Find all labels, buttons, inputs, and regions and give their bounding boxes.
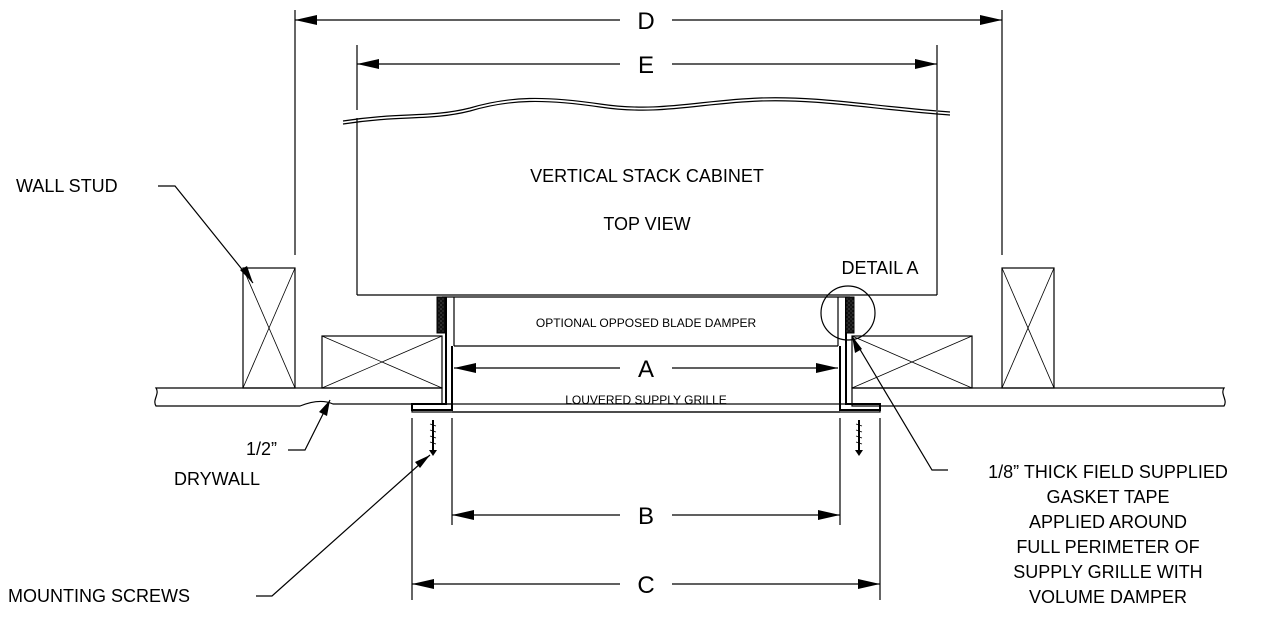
dimension-d-label: D [637,8,654,35]
screws-label: MOUNTING SCREWS [8,586,190,606]
detail-a-callout: DETAIL A [820,258,919,341]
gasket-callout: 1/8” THICK FIELD SUPPLIED GASKET TAPE AP… [851,335,1228,607]
gasket-left [436,296,446,334]
screw-right [855,420,863,456]
wall-stud-callout: WALL STUD [16,176,254,284]
grille-label: LOUVERED SUPPLY GRILLE [565,393,727,407]
gasket-line-3: APPLIED AROUND [1029,512,1187,532]
dimension-d: D [294,8,1003,255]
drywall [154,387,1226,407]
screws-callout: MOUNTING SCREWS [8,454,431,606]
wall-stud-right [1001,267,1055,389]
dimension-b: B [451,418,841,530]
damper-assembly: OPTIONAL OPPOSED BLADE DAMPER LOUVERED S… [411,296,881,413]
drywall-callout: 1/2” DRYWALL [174,399,331,489]
dimension-a: A [454,356,838,383]
blocking-left [321,335,443,389]
gasket-line-1: 1/8” THICK FIELD SUPPLIED [988,462,1228,482]
cabinet: VERTICAL STACK CABINET TOP VIEW [342,97,951,296]
wall-stud-label: WALL STUD [16,176,118,196]
detail-a-label: DETAIL A [841,258,918,278]
drywall-label: DRYWALL [174,469,260,489]
cabinet-subtitle: TOP VIEW [603,214,690,234]
dimension-a-label: A [638,356,654,383]
dimension-e-label: E [638,52,654,79]
gasket-line-4: FULL PERIMETER OF [1016,537,1199,557]
cabinet-title: VERTICAL STACK CABINET [530,166,764,186]
dimension-c: C [411,418,881,600]
dimension-b-label: B [638,503,654,530]
gasket-line-6: VOLUME DAMPER [1029,587,1187,607]
dimension-e: E [356,45,938,110]
gasket-line-2: GASKET TAPE [1046,487,1169,507]
damper-label: OPTIONAL OPPOSED BLADE DAMPER [536,316,757,330]
blocking-right [851,335,973,389]
wall-stud-left [242,267,296,389]
dimension-c-label: C [637,572,654,599]
drywall-size-label: 1/2” [246,439,277,459]
gasket-right [845,296,855,334]
gasket-line-5: SUPPLY GRILLE WITH [1013,562,1202,582]
screw-left [429,420,437,456]
